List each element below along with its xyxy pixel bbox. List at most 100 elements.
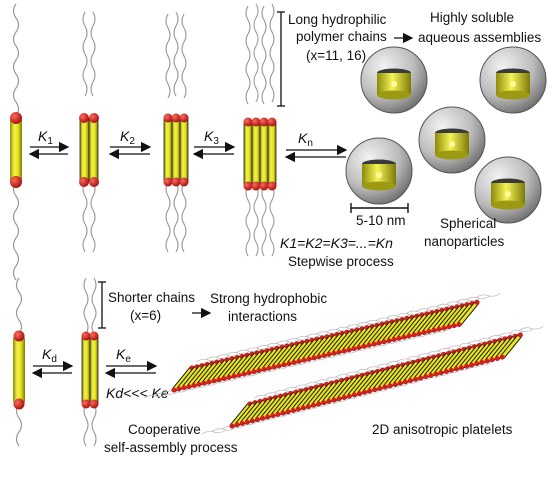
stepwise-label: Stepwise process (288, 254, 394, 269)
rod (286, 388, 308, 414)
cap (406, 333, 412, 339)
cap (336, 349, 342, 355)
cap (341, 395, 347, 400)
rod (291, 386, 313, 412)
rod (261, 394, 283, 420)
rod (312, 334, 334, 360)
cap (234, 422, 240, 428)
cap (446, 324, 452, 330)
rod (327, 330, 349, 356)
dimer (79, 11, 99, 253)
cap (386, 338, 392, 343)
rod (202, 359, 224, 385)
cap (271, 364, 277, 370)
rod (372, 320, 394, 346)
svg-text:Ke: Ke (116, 346, 131, 365)
cap (499, 354, 505, 360)
cap (201, 380, 207, 386)
equilibrium-kn: Kn (284, 130, 348, 163)
long-chains-label-2: polymer chains (296, 29, 387, 44)
rod (301, 384, 323, 410)
rod (256, 396, 277, 421)
cap (226, 374, 232, 380)
cap (426, 328, 432, 334)
chain (465, 295, 491, 301)
cap (186, 384, 192, 389)
cap (250, 418, 255, 424)
rod (452, 302, 474, 328)
cap (436, 326, 442, 332)
cap (301, 357, 307, 363)
cap (316, 354, 322, 360)
rod (387, 317, 409, 343)
rod (322, 332, 344, 357)
monomer-top (10, 3, 22, 281)
cap (291, 360, 297, 365)
cap (428, 372, 434, 378)
rod (352, 371, 374, 397)
nanoparticle (474, 156, 542, 224)
rod (332, 329, 354, 355)
rod (187, 363, 209, 389)
cap (311, 402, 316, 408)
rod (172, 366, 194, 392)
rod (500, 333, 522, 359)
equilibrium-k1: K1 (28, 128, 70, 160)
cap (231, 373, 237, 379)
rod (296, 385, 318, 411)
rod (312, 381, 334, 407)
equality-label: K1=K2=K3=...=Kn (280, 235, 393, 251)
cap (280, 410, 286, 416)
chain (475, 293, 501, 298)
svg-text:K2: K2 (120, 128, 135, 147)
rod (362, 322, 384, 348)
cap (346, 347, 352, 353)
svg-text:5-10 nm: 5-10 nm (356, 213, 406, 228)
rod (192, 361, 214, 387)
rod (257, 346, 279, 372)
scale-bar: 5-10 nm (350, 203, 409, 228)
cap (251, 369, 257, 374)
rod (262, 345, 284, 371)
cap (316, 401, 322, 407)
cap (456, 322, 462, 327)
rod (282, 341, 304, 367)
cap (260, 415, 265, 421)
rod (287, 340, 309, 366)
rod (352, 325, 374, 351)
cap (261, 366, 267, 372)
rod (495, 334, 517, 360)
chain (519, 326, 544, 331)
cap (441, 325, 447, 331)
cap (361, 343, 367, 349)
rod (317, 380, 339, 406)
rod (432, 306, 454, 332)
cap (171, 387, 177, 393)
cap (206, 379, 212, 385)
soluble-label-2: aqueous assemblies (418, 30, 541, 45)
rod (281, 389, 303, 415)
rod (322, 379, 344, 405)
nanoparticle (360, 46, 428, 114)
cap (236, 372, 242, 378)
tetramer (243, 3, 277, 257)
shorter-chains-x: (x=6) (130, 308, 161, 323)
dimer-bottom (81, 277, 99, 447)
cap (244, 419, 250, 425)
cap (459, 365, 464, 370)
cap (321, 353, 327, 358)
cap (181, 385, 187, 391)
chain (212, 427, 237, 432)
cap (397, 380, 403, 386)
rod (434, 350, 456, 376)
rod (485, 337, 507, 363)
cap (431, 327, 437, 333)
rod (235, 401, 257, 427)
rod (437, 305, 459, 331)
rod (245, 398, 267, 424)
rod (297, 337, 319, 363)
cap (479, 359, 485, 365)
rod (232, 352, 254, 378)
cap (451, 323, 457, 328)
